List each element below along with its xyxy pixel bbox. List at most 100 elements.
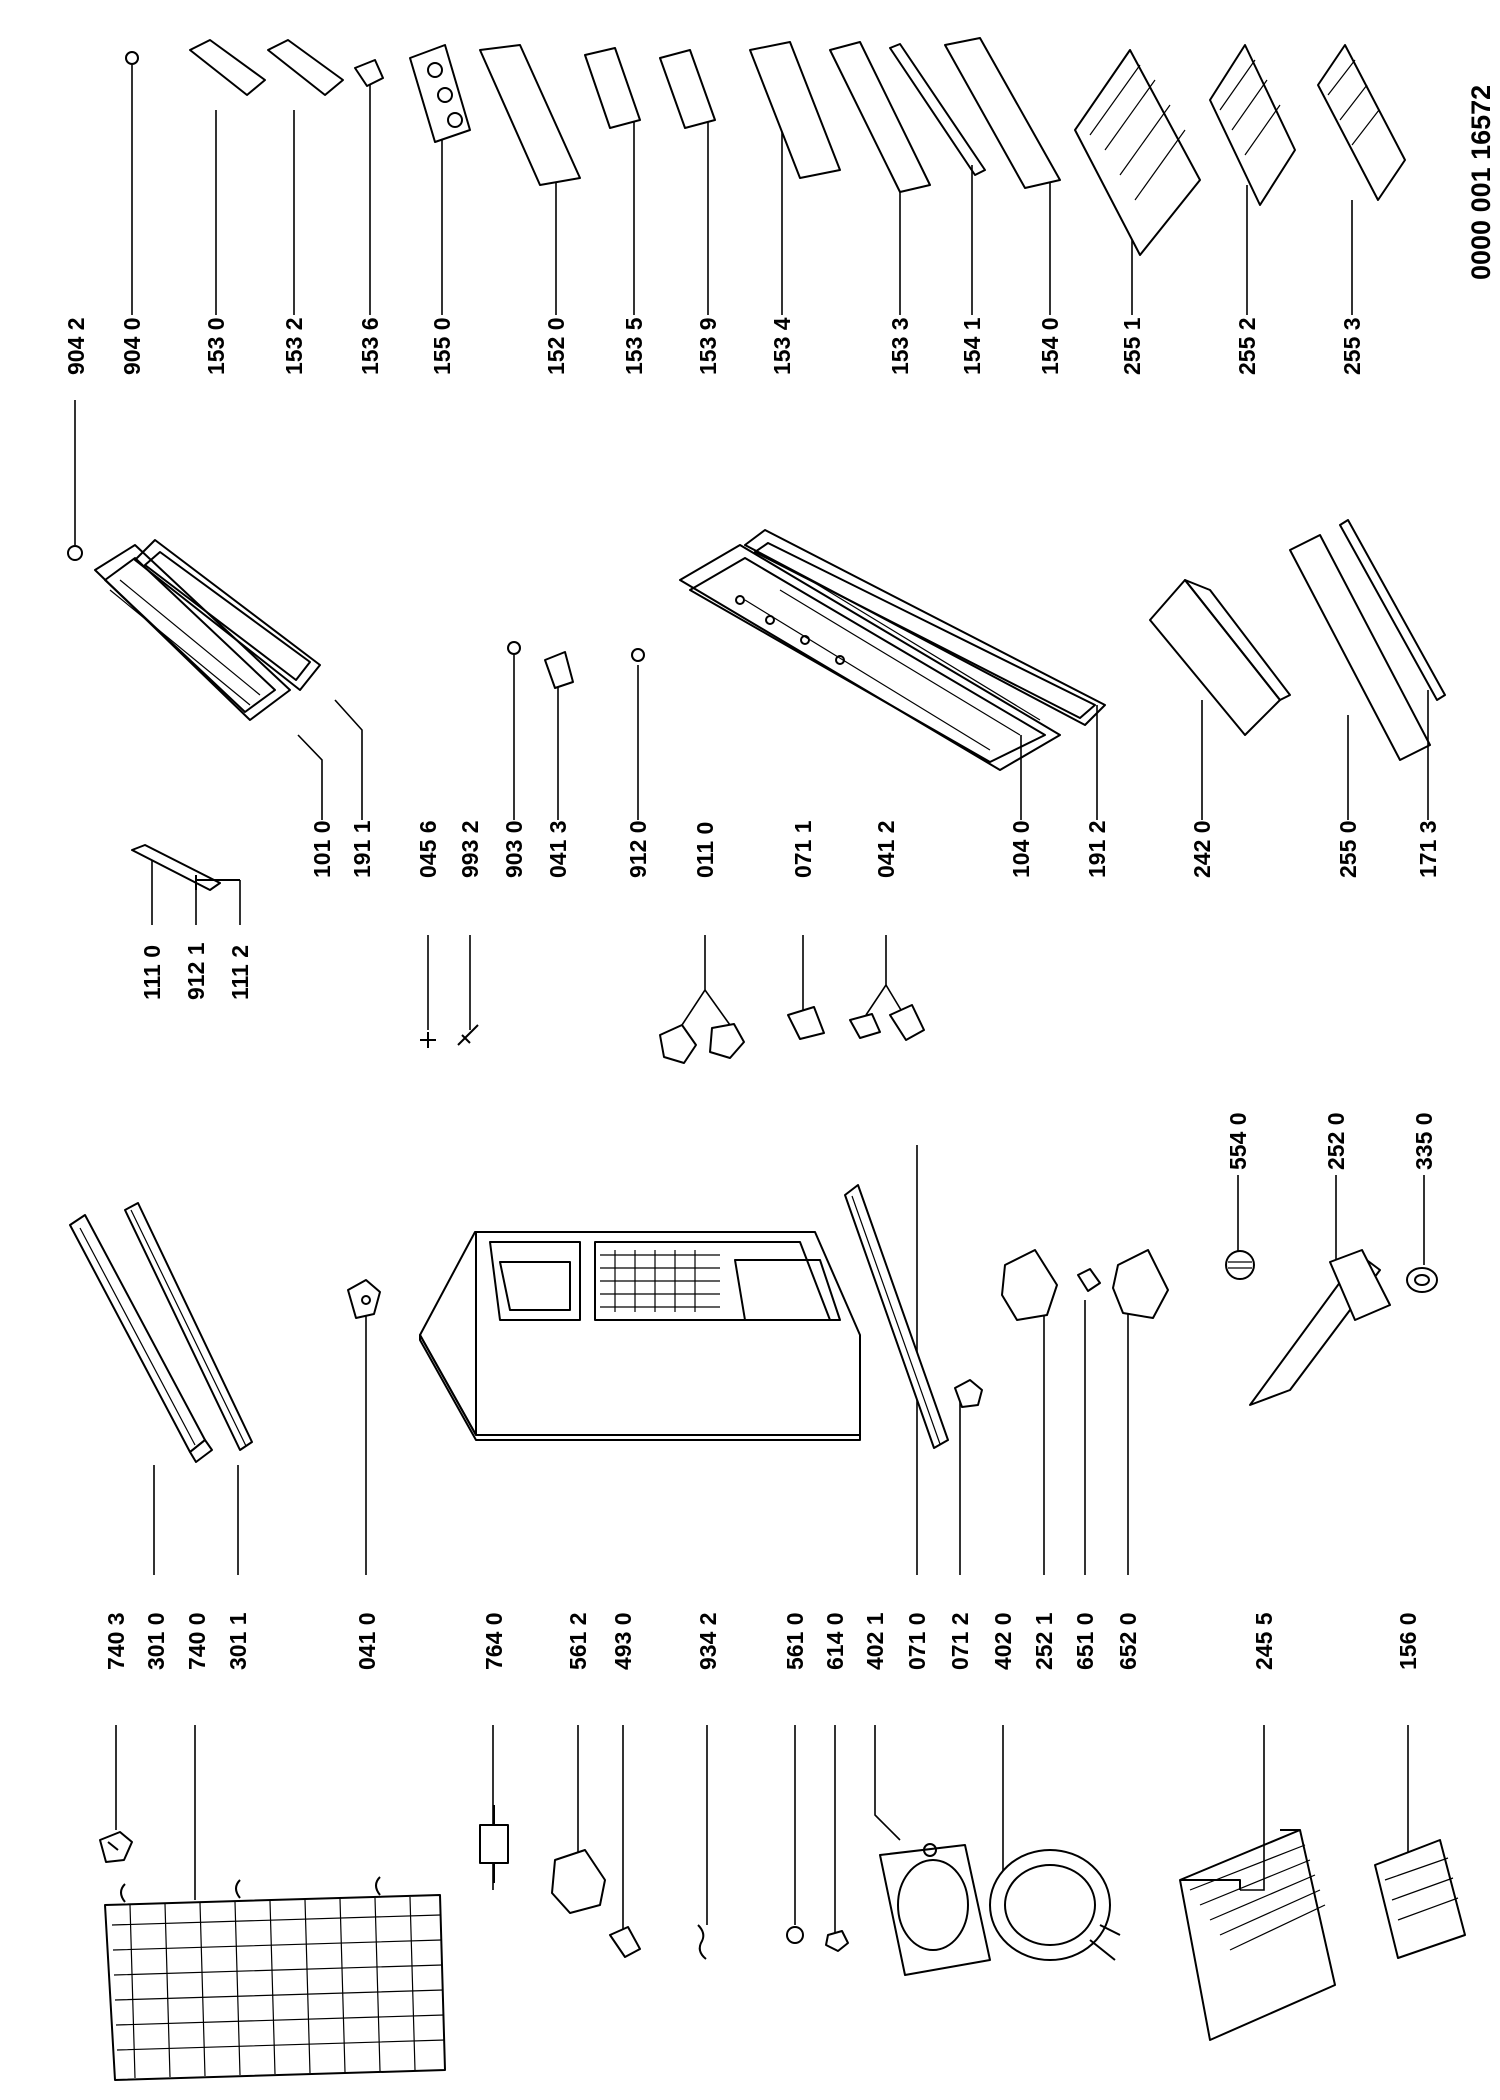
crisper-drawer: [1149, 579, 1291, 736]
part-label-071-0: 071 0: [904, 1612, 930, 1670]
part-label-561-2: 561 2: [565, 1612, 591, 1670]
wire-basket: [1179, 1829, 1336, 2041]
part-label-740-3: 740 3: [103, 1612, 129, 1670]
coil-clip: [99, 1831, 133, 1863]
lamp-housing: [1001, 1249, 1058, 1321]
egg-tray-155: [409, 44, 471, 143]
part-label-561-0: 561 0: [782, 1612, 808, 1670]
door-bin-153-9: [659, 49, 716, 129]
fridge-door-gasket: [744, 529, 1106, 726]
part-label-764-0: 764 0: [481, 1612, 507, 1670]
wire-shelf-255-1: [1074, 49, 1201, 256]
part-label-153-2: 153 2: [281, 317, 307, 375]
screw-045-6: [420, 1032, 436, 1048]
door-bin-153-5: [584, 47, 641, 129]
freezer-door-gasket: [134, 539, 321, 691]
part-label-934-2: 934 2: [695, 1612, 721, 1670]
part-label-493-0: 493 0: [610, 1612, 636, 1670]
part-label-041-3: 041 3: [545, 820, 571, 878]
part-label-904-2: 904 2: [63, 317, 89, 375]
top-cover-strip: [124, 1202, 253, 1451]
cover-071-1: [787, 1006, 825, 1040]
hinge-011: [659, 1024, 697, 1064]
screw-993-2: [457, 1024, 479, 1046]
thermostat-unit: [1112, 1249, 1169, 1319]
hook-153-6: [354, 59, 384, 87]
screw-904-0: [125, 51, 139, 65]
part-label-041-0: 041 0: [354, 1612, 380, 1670]
part-label-153-0: 153 0: [203, 317, 229, 375]
top-cover-rail: [69, 1214, 213, 1463]
leader-line: [1240, 1725, 1265, 1891]
leader-line: [334, 699, 363, 820]
part-label-111-2: 111 2: [227, 945, 253, 1000]
knob: [1225, 1250, 1255, 1280]
bracket-small: [954, 1379, 983, 1408]
part-label-242-0: 242 0: [1189, 820, 1215, 878]
part-label-904-0: 904 0: [119, 317, 145, 375]
part-label-252-1: 252 1: [1031, 1612, 1057, 1670]
leader-line: [704, 989, 731, 1026]
grommet-614: [825, 1930, 849, 1952]
part-label-554-0: 554 0: [1225, 1112, 1251, 1170]
bin-rail-154-1: [889, 43, 986, 176]
leader-line: [297, 734, 323, 820]
part-label-071-1: 071 1: [790, 820, 816, 878]
part-label-153-5: 153 5: [621, 317, 647, 375]
part-label-152-0: 152 0: [543, 317, 569, 375]
part-label-301-1: 301 1: [225, 1612, 251, 1670]
refrigerator-cabinet: [419, 1231, 861, 1441]
door-bin-153-4: [749, 41, 841, 179]
leader-line: [681, 935, 706, 1026]
part-label-153-6: 153 6: [357, 317, 383, 375]
hinge-041-3: [544, 651, 574, 689]
shelf-trim: [1339, 519, 1446, 701]
part-drawings: [67, 37, 1466, 2081]
egg-holder-153-2: [267, 39, 344, 96]
door-bin-152: [479, 44, 581, 186]
part-label-153-9: 153 9: [695, 317, 721, 375]
part-label-171-3: 171 3: [1415, 820, 1441, 878]
wire-clip: [697, 1924, 707, 1960]
document-number: 0000 001 16572: [1466, 85, 1496, 280]
part-label-153-3: 153 3: [887, 317, 913, 375]
part-label-903-0: 903 0: [501, 820, 527, 878]
lamp-socket: [1077, 1268, 1101, 1292]
compressor-base: [879, 1843, 991, 1976]
part-label-101-0: 101 0: [309, 820, 335, 878]
part-label-993-2: 993 2: [457, 820, 483, 878]
part-label-104-0: 104 0: [1008, 820, 1034, 878]
control-panel: [1249, 1249, 1391, 1406]
part-label-740-0: 740 0: [184, 1612, 210, 1670]
part-label-912-1: 912 1: [183, 942, 209, 1000]
part-label-255-1: 255 1: [1119, 317, 1145, 375]
compressor: [989, 1849, 1121, 1961]
part-label-155-0: 155 0: [429, 317, 455, 375]
part-label-402-0: 402 0: [990, 1612, 1016, 1670]
wire-shelf-255-3: [1317, 44, 1406, 201]
door-bin-153-3: [829, 41, 931, 193]
part-label-111-0: 111 0: [139, 945, 165, 1000]
part-label-255-2: 255 2: [1234, 317, 1260, 375]
top-hinge: [347, 1279, 381, 1319]
egg-holder-153-0: [189, 39, 266, 96]
part-label-154-0: 154 0: [1037, 317, 1063, 375]
hinge-bracket-041-2: [889, 1004, 925, 1041]
door-bin-154-0: [944, 37, 1061, 189]
part-label-245-5: 245 5: [1251, 1612, 1277, 1670]
top-plate: [131, 844, 240, 891]
wire-shelf-255-2: [1209, 44, 1296, 206]
part-label-651-0: 651 0: [1072, 1612, 1098, 1670]
relay-block: [551, 1849, 606, 1914]
part-label-045-6: 045 6: [415, 820, 441, 878]
pin-912-0: [631, 648, 645, 662]
part-label-402-1: 402 1: [862, 1612, 888, 1670]
screw-903-0: [507, 641, 521, 655]
bottom-cover-rail: [844, 1184, 949, 1449]
part-label-191-2: 191 2: [1084, 820, 1110, 878]
part-label-614-0: 614 0: [822, 1612, 848, 1670]
condenser-coil: [104, 1876, 446, 2081]
part-label-191-1: 191 1: [349, 820, 375, 878]
part-label-252-0: 252 0: [1323, 1112, 1349, 1170]
